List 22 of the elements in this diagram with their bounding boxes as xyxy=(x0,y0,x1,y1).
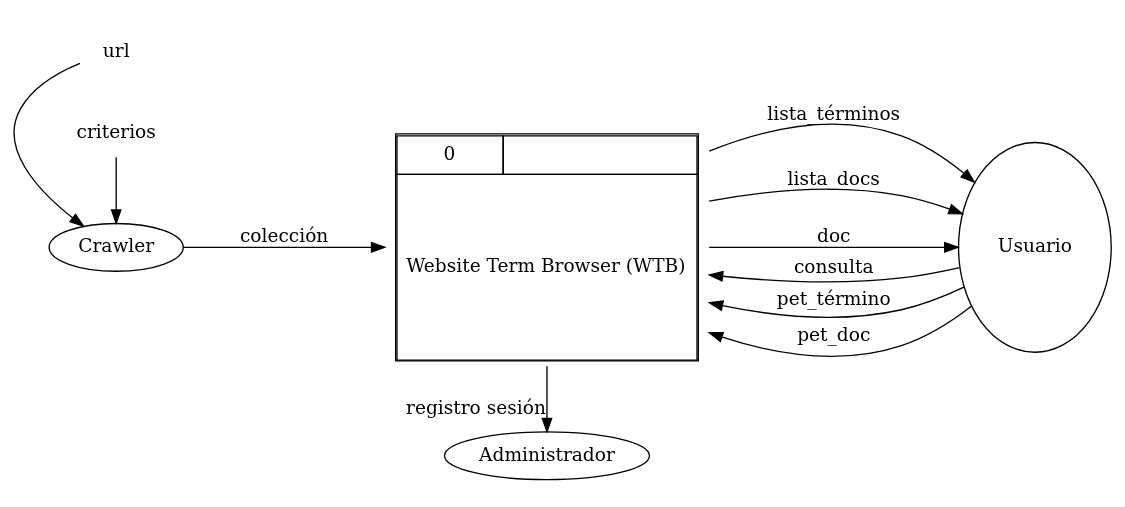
node-ellipse: Crawler xyxy=(48,222,184,272)
arrow xyxy=(110,155,122,225)
node-text: criterios xyxy=(76,120,156,142)
arrow xyxy=(707,266,961,283)
arrow xyxy=(182,241,387,253)
node-ellipse: Administrador xyxy=(443,430,651,480)
edge-label: consulta xyxy=(793,255,874,277)
edge-label: lista_docs xyxy=(787,167,880,189)
arrow xyxy=(708,188,965,215)
arrow xyxy=(707,286,965,318)
edge-label: lista_términos xyxy=(767,102,901,124)
arrow xyxy=(541,365,553,434)
edge-label: pet_término xyxy=(776,287,891,309)
arrow xyxy=(708,241,960,253)
arrow xyxy=(707,305,973,357)
edge-label: registro sesión xyxy=(406,396,546,418)
edge-label: doc xyxy=(817,224,851,246)
edge-label: colección xyxy=(239,224,329,246)
arrow xyxy=(13,62,85,227)
edge-label: pet_doc xyxy=(797,323,871,345)
arrow xyxy=(708,123,976,183)
node-text: url xyxy=(102,39,130,61)
